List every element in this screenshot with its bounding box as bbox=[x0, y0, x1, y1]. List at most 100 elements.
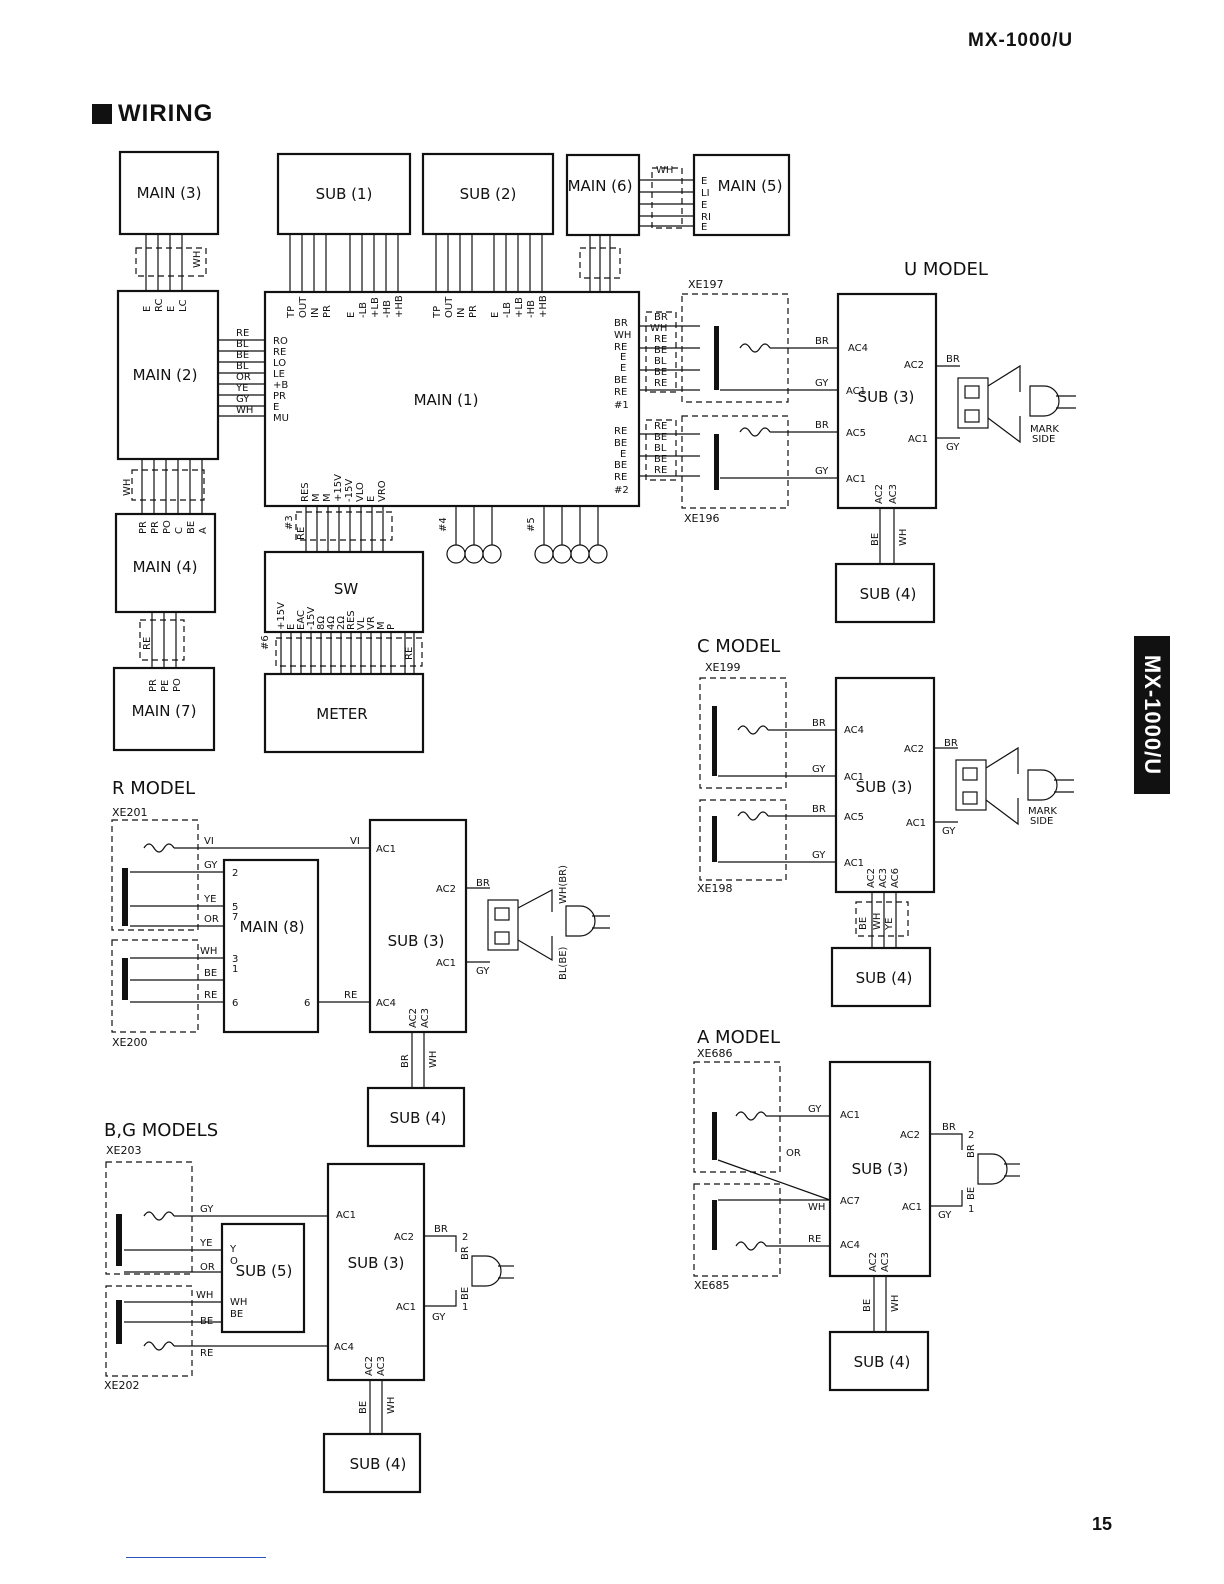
r-plug-label: WH(BR) bbox=[558, 865, 569, 904]
u-sub4-wire: WH bbox=[898, 529, 909, 546]
bg-wire: GY bbox=[200, 1204, 214, 1215]
sw-pin: P bbox=[386, 624, 397, 630]
board-main4: MAIN (4) bbox=[114, 512, 217, 614]
bg-pin: AC3 bbox=[376, 1356, 387, 1376]
main1-top-pin: -HB bbox=[382, 300, 393, 318]
a-pin: AC2 bbox=[900, 1130, 920, 1141]
main1-right-pin: WH bbox=[614, 330, 631, 341]
main1-left-pin: LE bbox=[273, 369, 285, 380]
u-pin: AC1 bbox=[846, 386, 866, 397]
bg-wire: BE bbox=[200, 1316, 213, 1327]
bg-model-xe203: XE203 bbox=[106, 1144, 141, 1157]
main1-top-pin: PR bbox=[322, 305, 333, 318]
u-wire: BR bbox=[815, 336, 829, 347]
main8-pin: 1 bbox=[232, 964, 238, 975]
c-pin: AC1 bbox=[844, 772, 864, 783]
board-sw-label: SW bbox=[334, 580, 359, 598]
xe196-wire: BL bbox=[654, 443, 667, 454]
u-plug-wire: GY bbox=[946, 442, 960, 453]
main1-right-pin: E bbox=[620, 449, 626, 460]
r-plug-label: BL(BE) bbox=[558, 946, 569, 980]
main8-pin: 7 bbox=[232, 912, 238, 923]
main1-right-pin: RE bbox=[614, 426, 627, 437]
a-plug-wire: GY bbox=[938, 1210, 952, 1221]
u-pin: AC1 bbox=[846, 474, 866, 485]
a-plug-wire: BE bbox=[966, 1187, 977, 1200]
u-model-title: U MODEL bbox=[904, 259, 988, 280]
main1-left-pin: E bbox=[273, 402, 279, 413]
main1-bottom-pin: VLO bbox=[355, 482, 366, 502]
board-main4-label: MAIN (4) bbox=[133, 558, 198, 576]
xe197-wire: BE bbox=[654, 367, 667, 378]
r-model-title: R MODEL bbox=[112, 778, 195, 799]
r-model-xe201: XE201 bbox=[112, 806, 147, 819]
main2-wire: GY bbox=[236, 394, 250, 405]
harness-6: #6 RE bbox=[260, 632, 423, 674]
main1-top-pin: TP bbox=[286, 306, 297, 319]
c-mark-side: SIDE bbox=[1030, 816, 1053, 827]
sw-pin: 2Ω bbox=[336, 616, 347, 630]
sw-pin: -15V bbox=[306, 607, 317, 630]
xe197-wire: RE bbox=[654, 378, 667, 389]
main5-pin-e1: E bbox=[701, 176, 707, 187]
r-pin: AC1 bbox=[376, 844, 396, 855]
a-wire: WH bbox=[808, 1202, 825, 1213]
c-pin: AC6 bbox=[890, 868, 901, 888]
sw-pin: E bbox=[286, 624, 297, 630]
u-sub3-label: SUB (3) bbox=[858, 388, 915, 406]
bg-wire: WH bbox=[196, 1290, 213, 1301]
harness-4-label: #4 bbox=[438, 517, 449, 532]
r-wire: VI bbox=[350, 836, 360, 847]
c-mark-side: MARK bbox=[1028, 806, 1057, 817]
board-sub2: SUB (2) bbox=[421, 152, 555, 236]
xe196-wire: BE bbox=[654, 454, 667, 465]
bg-plug-pin: 2 bbox=[462, 1232, 468, 1243]
c-sub4-wire: BE bbox=[858, 917, 869, 930]
main2-wire: BL bbox=[236, 339, 249, 350]
bg-pin: AC4 bbox=[334, 1342, 354, 1353]
a-pin: AC1 bbox=[840, 1110, 860, 1121]
main2-wire: YE bbox=[235, 383, 248, 394]
c-plug-wire: GY bbox=[942, 826, 956, 837]
r-sub4-wire: BR bbox=[400, 1054, 411, 1068]
connector-main3-main2: WH bbox=[135, 234, 207, 291]
main1-right-pin: BR bbox=[614, 318, 628, 329]
a-model-xe686: XE686 bbox=[697, 1047, 732, 1060]
c-pin: AC4 bbox=[844, 725, 864, 736]
main1-top-pin: E bbox=[490, 312, 501, 318]
a-model: A MODEL XE686 XE685 GY OR WH RE SUB (3) … bbox=[693, 1027, 1020, 1392]
board-main6: MAIN (6) bbox=[565, 153, 641, 237]
bg-plug-wire: BE bbox=[460, 1287, 471, 1300]
main4-pin: PR bbox=[138, 521, 149, 534]
r-sub3-label: SUB (3) bbox=[388, 932, 445, 950]
r-wire: OR bbox=[204, 914, 219, 925]
a-pin: AC2 bbox=[868, 1252, 879, 1272]
sw-pin: RES bbox=[346, 610, 357, 630]
sw-pins: +15V E EAC -15V 8Ω 4Ω 2Ω RES VL VR M P bbox=[276, 602, 397, 630]
r-pin: AC3 bbox=[420, 1008, 431, 1028]
connector-sub2-main1 bbox=[435, 234, 543, 292]
u-pin: AC3 bbox=[888, 484, 899, 504]
main2-wire: RE bbox=[236, 328, 249, 339]
bg-sub5-label: SUB (5) bbox=[236, 1262, 293, 1280]
r-wire: GY bbox=[204, 860, 218, 871]
main5-pin-ri: RI bbox=[701, 212, 711, 223]
a-model-title: A MODEL bbox=[697, 1027, 780, 1048]
main4-pin: C bbox=[174, 527, 185, 534]
board-main2: MAIN (2) bbox=[116, 289, 220, 461]
sw-pin: 8Ω bbox=[316, 616, 327, 630]
side-tab: MX-1000/U bbox=[1134, 636, 1170, 794]
bg-pin: AC2 bbox=[394, 1232, 414, 1243]
xe196-wire-labels: RE BE BL BE RE bbox=[639, 419, 700, 481]
bg-pin: AC1 bbox=[396, 1302, 416, 1313]
c-pin: AC3 bbox=[878, 868, 889, 888]
u-wire: GY bbox=[815, 466, 829, 477]
harness-5-label: #5 bbox=[526, 517, 537, 532]
a-sub4-wire: BE bbox=[862, 1299, 873, 1312]
main1-right-pin: #2 bbox=[614, 485, 629, 496]
section-title: WIRING bbox=[92, 100, 213, 128]
main2-wire: BE bbox=[236, 350, 249, 361]
u-pin: AC4 bbox=[848, 343, 868, 354]
main8-pin: 5 bbox=[232, 902, 238, 913]
a-plug-wire: BR bbox=[942, 1122, 956, 1133]
